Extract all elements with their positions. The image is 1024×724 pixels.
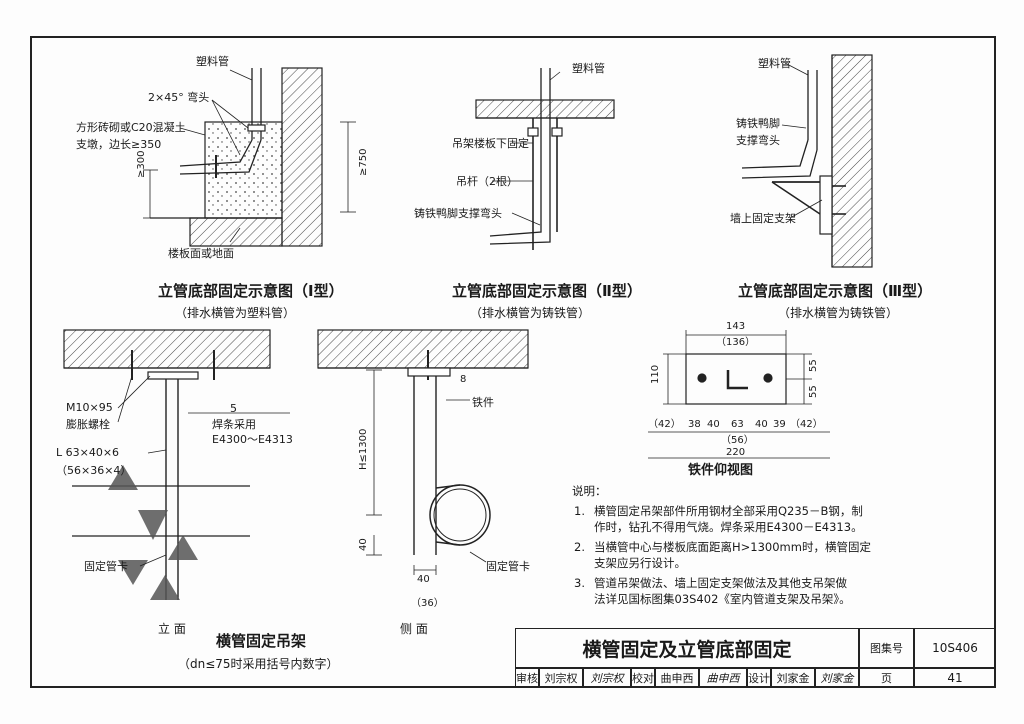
- fig5-row-5: 39: [773, 419, 786, 430]
- fig5-row-2: 40: [707, 419, 720, 430]
- fig4-angle-label: L 63×40×6: [56, 446, 120, 459]
- fig4-dim-36: （36）: [411, 598, 444, 609]
- drawing-title: 横管固定及立管底部固定: [515, 628, 859, 668]
- reviewer-name: 刘宗权: [539, 668, 583, 688]
- fig5-dim-143: 143: [726, 321, 746, 332]
- fig3-subcaption: （排水横管为铸铁管）: [778, 306, 899, 320]
- fig1-dim-750: ≥750: [358, 148, 369, 176]
- note-3-line-2: 法详见国标图集03S402《室内管道支架及吊架》。: [594, 592, 851, 606]
- page-number: 41: [914, 668, 996, 688]
- figure-1-drawing: [143, 67, 356, 247]
- note-3-line-1: 管道吊架做法、墙上固定支架做法及其他支吊架做: [594, 576, 847, 590]
- fig1-support-label-b: 支墩，边长≥350: [76, 138, 162, 151]
- fig4-dim-40: 40: [358, 538, 369, 551]
- fig3-wall-bracket-label: 墙上固定支架: [730, 212, 796, 225]
- fig4-bolt-label: M10×95: [66, 401, 113, 414]
- fig2-duckfoot-label: 铸铁鸭脚支撑弯头: [414, 207, 502, 220]
- fig5-dim-220: 220: [726, 447, 746, 458]
- fig4-angle-small-label: （56×36×4）: [56, 464, 132, 477]
- design-label: 设计: [747, 668, 771, 688]
- atlas-number-label: 图集号: [859, 628, 914, 668]
- checker-name: 曲申西: [655, 668, 699, 688]
- note-2-number: 2.: [574, 540, 585, 554]
- note-2-line-2: 支架应另行设计。: [594, 556, 686, 570]
- note-1-number: 1.: [574, 504, 585, 518]
- atlas-number: 10S406: [914, 628, 996, 668]
- notes-heading: 说明：: [572, 484, 607, 498]
- fig3-plastic-pipe-label: 塑料管: [758, 57, 791, 70]
- fig3-duckfoot-label-b: 支撑弯头: [736, 134, 780, 147]
- reviewer-signature: 刘宗权: [583, 668, 631, 688]
- fig5-dim-136: （136）: [716, 337, 756, 348]
- designer-signature: 刘家金: [815, 668, 859, 688]
- sheet-border: [30, 36, 996, 688]
- fig1-plastic-pipe-label: 塑料管: [196, 55, 229, 68]
- fig5-row-1: 38: [688, 419, 701, 430]
- figure-3-drawing: [741, 54, 873, 268]
- fig5-dim-55a: 55: [808, 359, 819, 372]
- fig1-support-label-a: 方形砖砌或C20混凝土: [76, 121, 186, 134]
- fig2-caption: 立管底部固定示意图（Ⅱ型）: [452, 282, 642, 300]
- fig4-dim-8: 8: [460, 374, 467, 385]
- note-1-line-2: 作时，钻孔不得用气烧。焊条采用E4300－E4313。: [594, 520, 863, 534]
- note-1-line-1: 横管固定吊架部件所用钢材全部采用Q235－B钢，制: [594, 504, 863, 518]
- fig2-rods-label: 吊杆（2根）: [456, 175, 518, 188]
- fig4-weld-label-b: E4300～E4313: [212, 433, 293, 446]
- fig4-dim-40b: 40: [417, 574, 430, 585]
- fig1-dim-300: ≥300: [136, 150, 147, 178]
- fig4-weld-size: 5: [230, 402, 237, 415]
- fig1-elbow-label: 2×45° 弯头: [148, 91, 210, 104]
- note-3-number: 3.: [574, 576, 585, 590]
- fig4-side-label: 侧 面: [400, 622, 428, 636]
- fig1-floor-label: 楼板面或地面: [168, 247, 234, 260]
- page-label: 页: [859, 668, 914, 688]
- fig4-weld-label-a: 焊条采用: [212, 418, 256, 431]
- fig5-dim-110: 110: [650, 364, 661, 384]
- fig3-duckfoot-label-a: 铸铁鸭脚: [736, 117, 780, 130]
- fig4-iron-part-label: 铁件: [472, 396, 494, 409]
- figure-2-drawing: [475, 68, 615, 250]
- figure-5-drawing: [648, 330, 830, 459]
- fig5-row-6: （42）: [790, 419, 823, 430]
- figure-4-drawing: [63, 329, 529, 600]
- fig5-caption: 铁件仰视图: [688, 463, 754, 478]
- fig3-caption: 立管底部固定示意图（Ⅲ型）: [738, 282, 933, 300]
- fig2-fixed-label: 吊架楼板下固定: [452, 137, 529, 150]
- fig5-row-3: 63: [731, 419, 744, 430]
- title-block: 横管固定及立管底部固定 图集号 10S406 审核 刘宗权 刘宗权 校对 曲申西…: [515, 628, 996, 688]
- fig4-caption: 横管固定吊架: [216, 632, 307, 650]
- fig4-subcaption: （dn≤75时采用括号内数字）: [178, 657, 339, 671]
- fig2-subcaption: （排水横管为铸铁管）: [470, 306, 591, 320]
- fig5-row-4: 40: [755, 419, 768, 430]
- fig5-row-0: （42）: [648, 419, 681, 430]
- fig5-dim-56: （56）: [721, 435, 754, 446]
- fig5-dim-55b: 55: [808, 385, 819, 398]
- fig4-clamp-side-label: 固定管卡: [486, 560, 530, 573]
- fig4-front-label: 立 面: [158, 622, 186, 636]
- note-2-line-1: 当横管中心与楼板底面距离H>1300mm时，横管固定: [594, 540, 871, 554]
- fig4-h-dim: H≤1300: [358, 428, 369, 470]
- fig4-clamp-front-label: 固定管卡: [84, 560, 128, 573]
- fig1-subcaption: （排水横管为塑料管）: [175, 306, 296, 320]
- checker-signature: 曲申西: [699, 668, 747, 688]
- designer-name: 刘家金: [771, 668, 815, 688]
- fig2-plastic-pipe-label: 塑料管: [572, 62, 605, 75]
- fig4-expansion-bolt-label: 膨胀螺栓: [66, 418, 110, 431]
- fig1-caption: 立管底部固定示意图（Ⅰ型）: [158, 282, 344, 300]
- review-label: 审核: [515, 668, 539, 688]
- check-label: 校对: [631, 668, 655, 688]
